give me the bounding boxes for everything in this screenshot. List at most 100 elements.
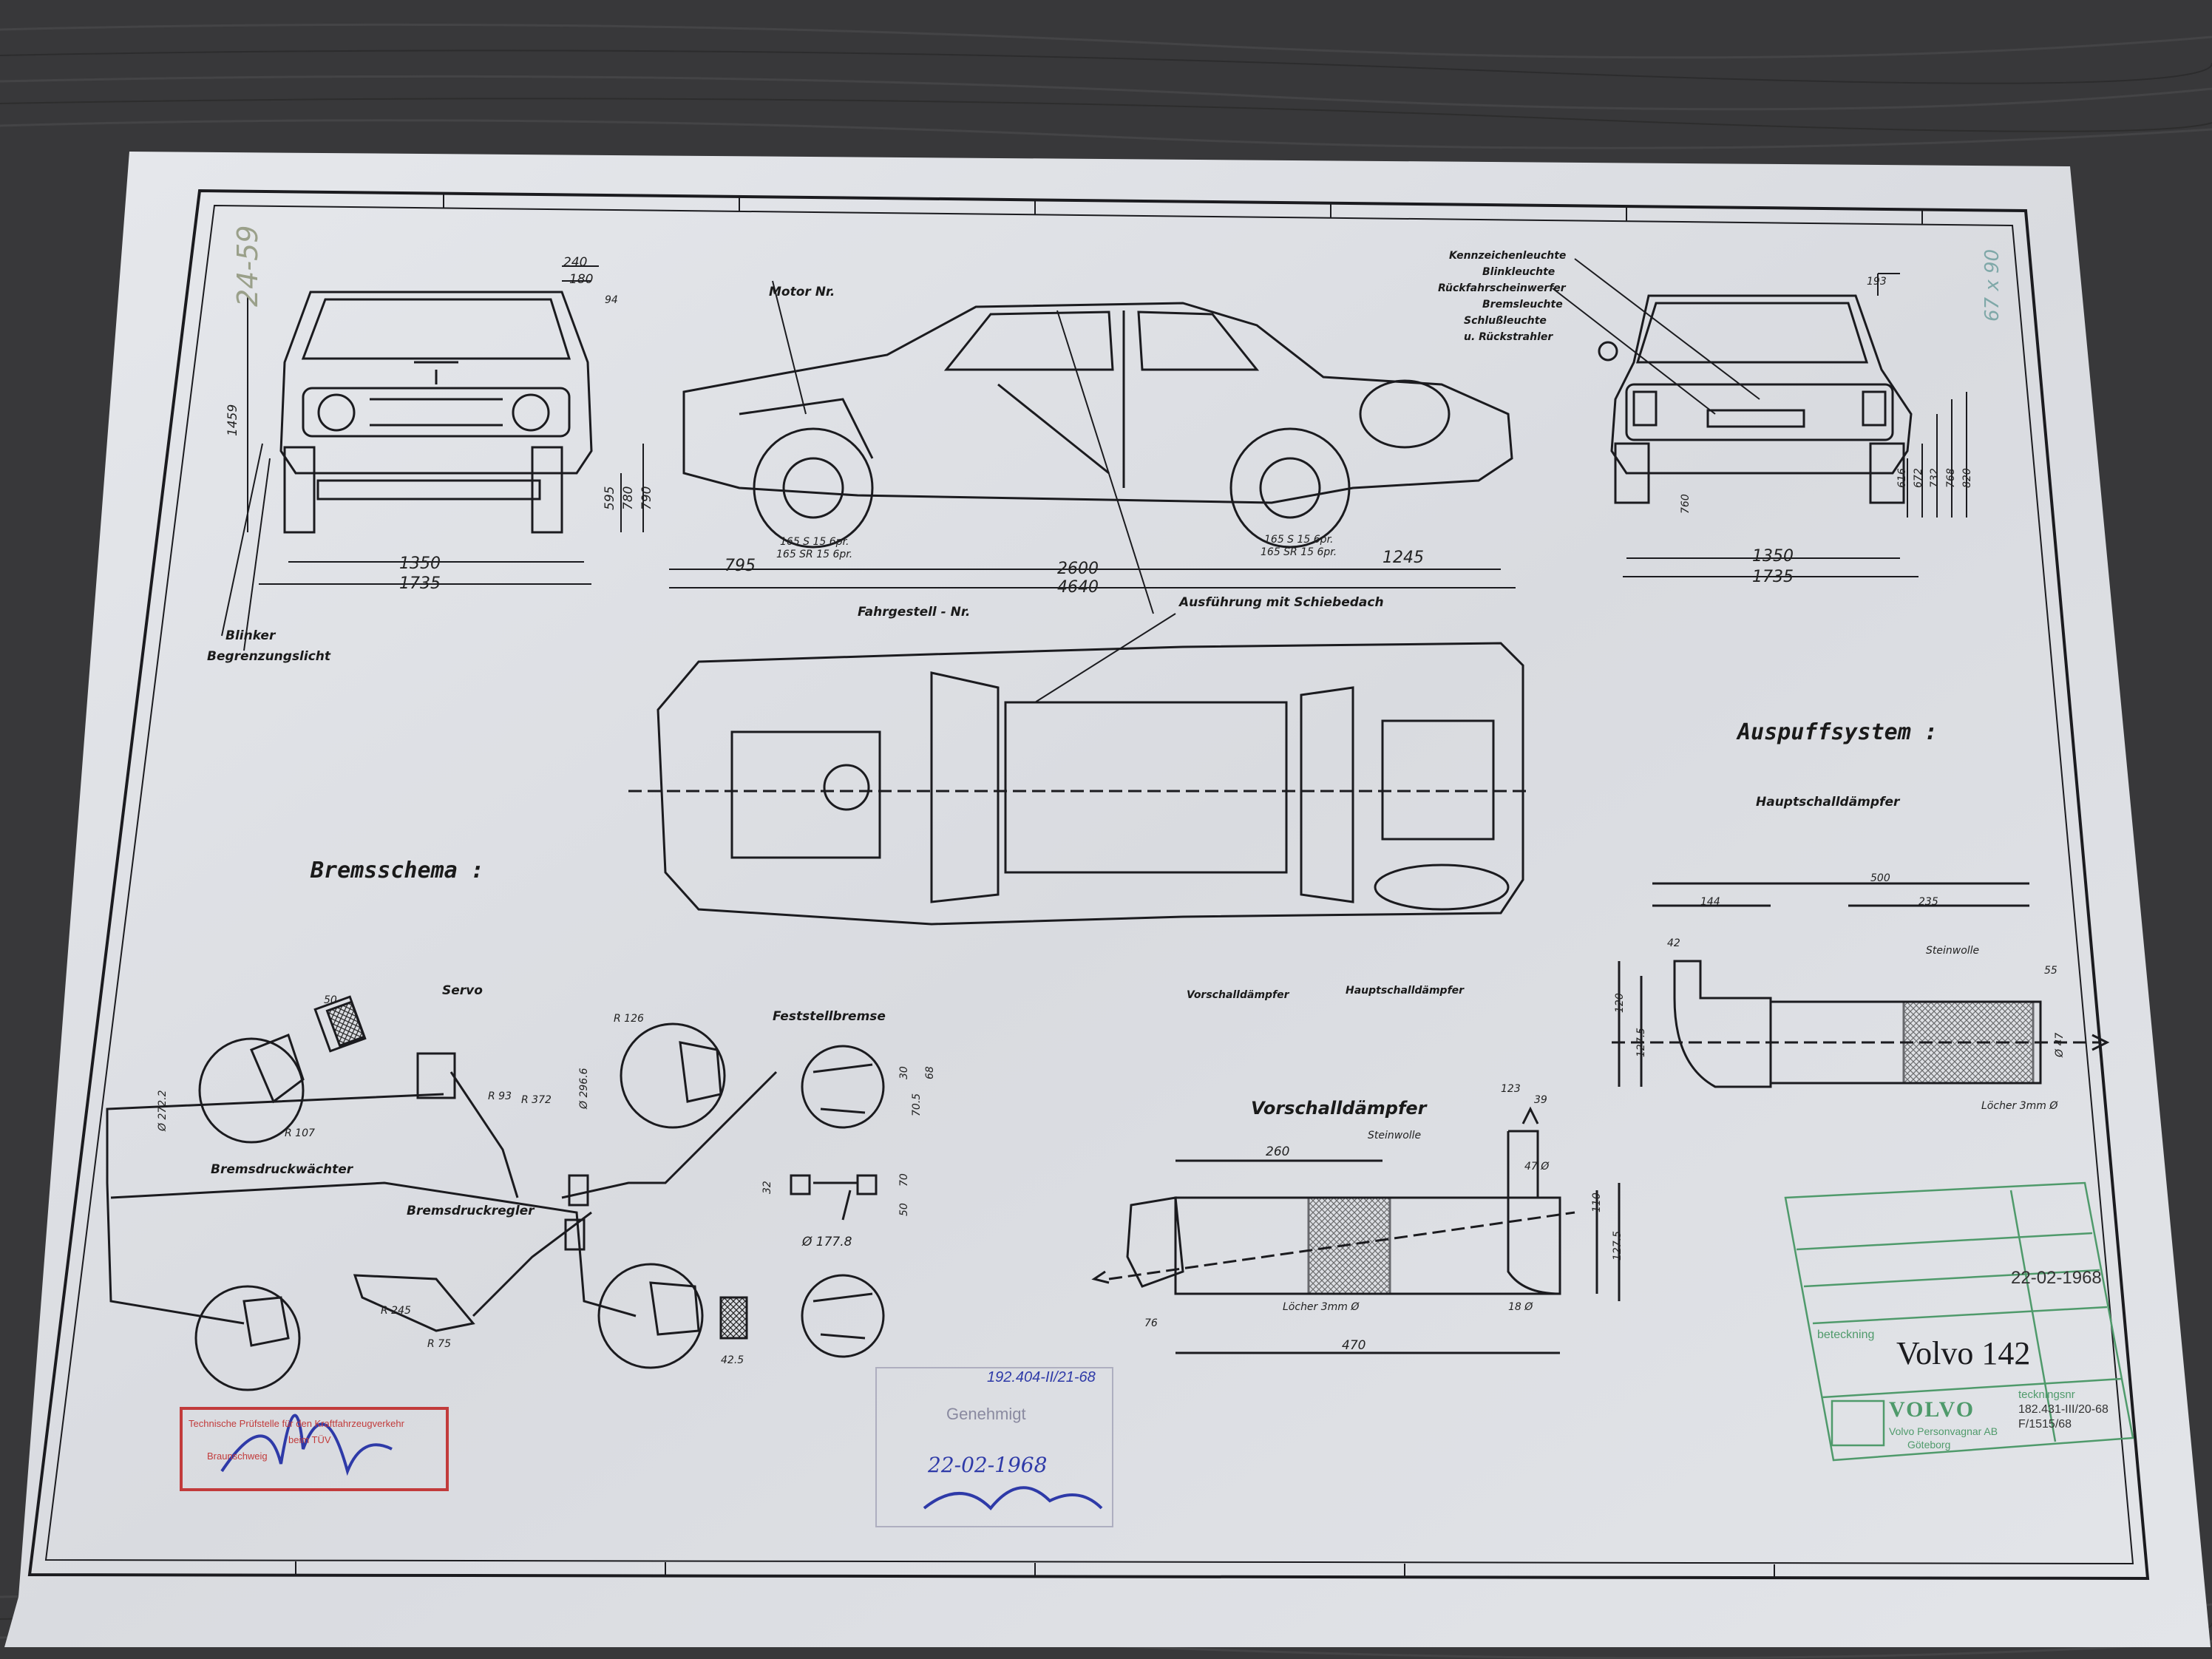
red-stamp-line-3: Braunschweig: [207, 1451, 268, 1462]
title-block-date: 22-02-1968: [2011, 1268, 2102, 1288]
rear-dim-732: 732: [1929, 468, 1941, 488]
tyre-front-1: 165 S 15 6pr.: [780, 536, 849, 548]
label-schiebedach: Ausführung mit Schiebedach: [1179, 595, 1384, 610]
rear-dim-616: 616: [1896, 468, 1908, 488]
signature-left: [220, 1414, 393, 1476]
brake-dim-1778: Ø 177.8: [802, 1235, 852, 1249]
main-label-loecher: Löcher 3mm Ø: [1981, 1100, 2058, 1112]
front-dim-180: 180: [569, 272, 594, 287]
label-bremsdruckregler: Bremsdruckregler: [407, 1204, 535, 1218]
brake-dim-50b: 50: [898, 1203, 910, 1216]
rear-dim-768: 768: [1945, 468, 1957, 488]
brake-dim-272: Ø 272.2: [157, 1090, 169, 1131]
pre-dim-123: 123: [1501, 1083, 1521, 1095]
title-block-drawing-no: 182.431-III/20-68: [2018, 1403, 2108, 1416]
label-rueckfahrscheinwerfer: Rückfahrscheinwerfer: [1438, 282, 1566, 294]
front-dim-1459: 1459: [225, 404, 240, 436]
main-dim-120: 120: [1614, 993, 1626, 1013]
pre-dim-260: 260: [1266, 1144, 1290, 1159]
brake-dim-705: 70.5: [911, 1093, 923, 1116]
front-dim-240: 240: [563, 255, 588, 270]
title-block-brand: VOLVO: [1889, 1397, 1975, 1422]
label-blinker: Blinker: [225, 628, 276, 643]
side-dim-2600: 2600: [1057, 560, 1099, 578]
rear-dim-1735: 1735: [1752, 568, 1794, 586]
rear-dim-672: 672: [1913, 468, 1924, 488]
label-bremsdruckwaechter: Bremsdruckwächter: [211, 1162, 353, 1177]
rear-view-dim-lines: [1552, 258, 1967, 577]
front-dim-595: 595: [603, 486, 617, 510]
rear-view-car: [1598, 294, 1913, 504]
tyre-rear-1: 165 S 15 6pr.: [1264, 534, 1334, 546]
pre-muffler-drawing: [1091, 1106, 1621, 1354]
label-fahrgestell-nr: Fahrgestell - Nr.: [858, 605, 971, 620]
label-motor-nr: Motor Nr.: [769, 285, 835, 299]
pre-label-steinwolle: Steinwolle: [1368, 1130, 1422, 1141]
title-block-city: Göteborg: [1907, 1439, 1951, 1451]
inner-frame: [44, 204, 2134, 1565]
brake-dim-r75: R 75: [427, 1338, 451, 1350]
pre-muffler-title: Vorschalldämpfer: [1251, 1098, 1427, 1119]
outer-frame: [27, 189, 2150, 1581]
brake-dim-r245: R 245: [381, 1305, 411, 1317]
rear-dim-1350: 1350: [1752, 547, 1794, 566]
front-dim-1350: 1350: [399, 554, 441, 573]
main-label-steinwolle: Steinwolle: [1926, 945, 1980, 957]
main-muffler-title: Hauptschalldämpfer: [1756, 795, 1900, 810]
label-rueckstrahler: u. Rückstrahler: [1464, 331, 1553, 343]
pre-dim-18: 18 Ø: [1508, 1301, 1533, 1313]
red-stamp-box: [180, 1407, 449, 1491]
brake-dim-30: 30: [898, 1066, 910, 1079]
brake-dim-50: 50: [324, 994, 337, 1006]
brake-dim-r93: R 93: [488, 1090, 512, 1102]
title-block-drawing-sub: F/1515/68: [2018, 1418, 2072, 1431]
pre-dim-470: 470: [1342, 1338, 1366, 1353]
label-hauptschalldaempfer: Hauptschalldämpfer: [1346, 985, 1465, 997]
handwritten-corner-left: 24-59: [231, 225, 264, 307]
brake-dim-296: Ø 296.6: [578, 1068, 590, 1109]
exhaust-title: Auspuffsystem :: [1737, 719, 1938, 745]
pre-dim-1275: 127.5: [1612, 1230, 1624, 1261]
title-block-company: Volvo Personvagnar AB: [1889, 1425, 1998, 1437]
pre-dim-47: 47 Ø: [1524, 1161, 1550, 1173]
pre-dim-39: 39: [1534, 1094, 1547, 1106]
pre-label-loecher: Löcher 3mm Ø: [1283, 1301, 1360, 1313]
label-blinkleuchte: Blinkleuchte: [1482, 266, 1555, 278]
main-dim-42: 42: [1667, 937, 1680, 949]
pre-dim-110: 110: [1591, 1192, 1603, 1212]
side-view-dim-lines: [669, 280, 1516, 703]
main-dim-144: 144: [1700, 896, 1720, 908]
brake-dim-70: 70: [898, 1173, 910, 1187]
front-view-dim-lines: [221, 265, 644, 651]
handwritten-corner-right: 67 x 90: [1981, 248, 2004, 322]
title-block-label-beteckning: beteckning: [1817, 1329, 1875, 1341]
brake-dim-r126: R 126: [614, 1013, 644, 1025]
tyre-rear-2: 165 SR 15 6pr.: [1261, 546, 1337, 558]
label-vorschalldaempfer: Vorschalldämpfer: [1187, 989, 1289, 1001]
brake-dim-r372: R 372: [521, 1094, 552, 1106]
label-begrenzungslicht: Begrenzungslicht: [207, 649, 331, 664]
brake-scheme-drawing: [106, 995, 885, 1391]
rear-dim-760: 760: [1680, 494, 1692, 514]
approval-stamp-date: 22-02-1968: [928, 1453, 1048, 1477]
brake-scheme-title: Bremsschema :: [311, 858, 484, 883]
title-block-frame: [1784, 1181, 2134, 1462]
front-dim-1735: 1735: [399, 574, 441, 593]
side-dim-795: 795: [725, 557, 756, 575]
side-view-car: [682, 302, 1513, 549]
side-dim-1245: 1245: [1382, 549, 1424, 567]
main-dim-1275: 127.5: [1635, 1027, 1647, 1057]
tyre-front-2: 165 SR 15 6pr.: [776, 549, 853, 560]
handwritten-approval-no: 192.404-II/21-68: [987, 1369, 1096, 1385]
label-feststellbremse: Feststellbremse: [773, 1009, 886, 1024]
brake-dim-32: 32: [761, 1181, 773, 1194]
brake-dim-425: 42.5: [721, 1354, 744, 1366]
rear-dim-820: 820: [1961, 468, 1973, 488]
label-bremsleuchte: Bremsleuchte: [1482, 299, 1563, 311]
approval-stamp-title: Genehmigt: [946, 1405, 1026, 1423]
label-servo: Servo: [442, 983, 483, 998]
label-kennzeichenleuchte: Kennzeichenleuchte: [1449, 250, 1567, 262]
title-block-label-teckningsnr: teckningsnr: [2018, 1388, 2075, 1401]
title-block-name: Volvo 142: [1896, 1335, 2031, 1371]
